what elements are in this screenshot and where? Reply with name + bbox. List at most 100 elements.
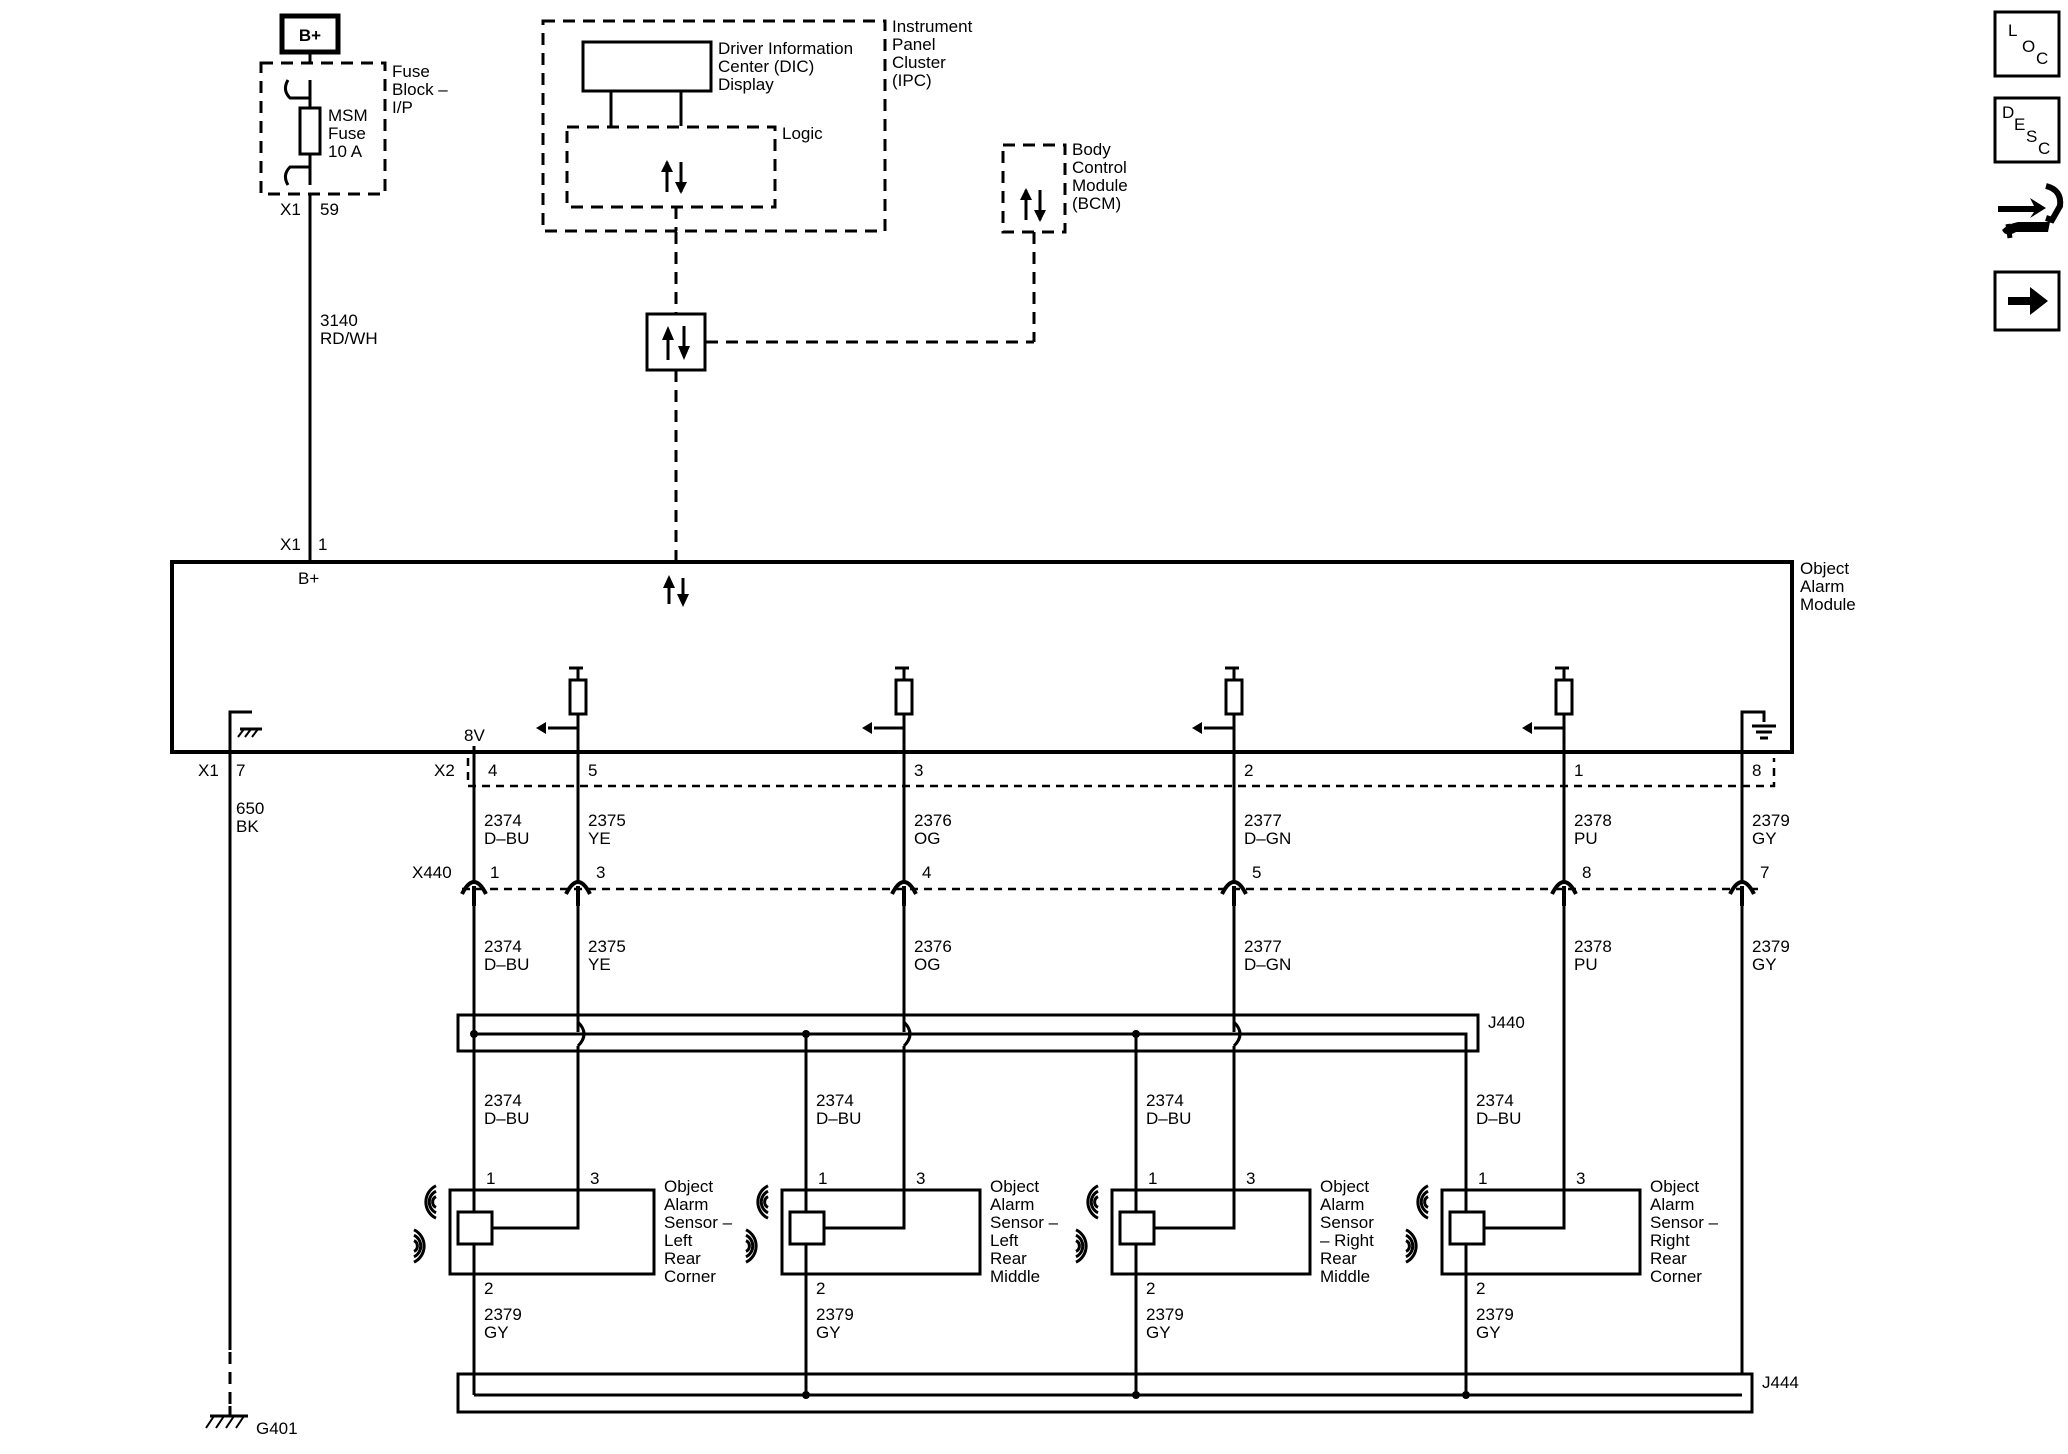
desc-letter-e: E (2014, 115, 2025, 134)
x440-connector: X440 1 3 4 5 8 7 (412, 863, 1769, 906)
sensor-wire-top-color: D–BU (1476, 1109, 1521, 1128)
desc-letter-d: D (2002, 103, 2014, 122)
logic-label: Logic (782, 124, 823, 143)
sensor-name-line-2: Alarm (990, 1195, 1034, 1214)
module-signal-ground-icon (1740, 710, 1776, 752)
harness-wires-upper: 2374 D–BU 2375 YE 2376 OG 2377 D–GN 2378… (472, 752, 1790, 882)
x2-pin-1: 1 (1574, 761, 1583, 780)
fuse-block: MSM Fuse 10 A Fuse Block – I/P X1 59 (259, 61, 448, 219)
sensor-name-line-1: Object (1320, 1177, 1369, 1196)
ground-wire-650: X1 7 650 BK G401 (198, 752, 298, 1438)
x440-conn-label: X440 (412, 863, 452, 882)
sensor-wire-top-color: D–BU (816, 1109, 861, 1128)
j440-label: J440 (1488, 1013, 1525, 1032)
bplus-label: B+ (299, 26, 321, 45)
module-label-1: Object (1800, 559, 1849, 578)
fuse-name-line2: Fuse (328, 124, 366, 143)
dic-label-3: Display (718, 75, 774, 94)
x440-pin-7: 7 (1760, 863, 1769, 882)
ground-wire-circuit: 650 (236, 799, 264, 818)
x2-conn-label: X2 (434, 761, 455, 780)
x2-pin-2: 2 (1244, 761, 1253, 780)
wire-2378-upper-circuit: 2378 (1574, 811, 1612, 830)
x2-connector: X2 4 5 3 2 1 8 (434, 758, 1776, 788)
ultrasonic-wave-icon (413, 1184, 437, 1264)
sensor-element-icon (1448, 1210, 1486, 1246)
fuse-pin-label: 59 (320, 200, 339, 219)
wire-2374-upper-color: D–BU (484, 829, 529, 848)
sensor-wire-top-circuit: 2374 (816, 1091, 854, 1110)
sensor-name-line-2: Alarm (1650, 1195, 1694, 1214)
sensor-name-line-3: Sensor – (990, 1213, 1059, 1232)
sensor-name-line-5: Rear (990, 1249, 1027, 1268)
sensor-name-line-4: – Right (1320, 1231, 1374, 1250)
wire-2377-upper-circuit: 2377 (1244, 811, 1282, 830)
ultrasonic-wave-icon (745, 1184, 769, 1264)
module-bplus-label: B+ (298, 569, 319, 588)
wire-2375-mid-color: YE (588, 955, 611, 974)
sensor-name-line-6: Middle (1320, 1267, 1370, 1286)
fuse-block-label-3: I/P (392, 98, 413, 117)
wire-2378-mid-circuit: 2378 (1574, 937, 1612, 956)
loc-letter-o: O (2022, 37, 2035, 56)
x440-pin-5: 5 (1252, 863, 1261, 882)
sensor-name-line-5: Rear (1320, 1249, 1357, 1268)
wire-2376-upper-circuit: 2376 (914, 811, 952, 830)
module-label-2: Alarm (1800, 577, 1844, 596)
ipc-logic-box (565, 125, 777, 209)
v8-label: 8V (464, 726, 485, 745)
sensor-wire-bottom-color: GY (1476, 1323, 1501, 1342)
wire-2377-mid-color: D–GN (1244, 955, 1291, 974)
sensor-pin-1-label: 1 (818, 1169, 827, 1188)
sensor-name-line-5: Rear (664, 1249, 701, 1268)
sensor-name-line-3: Sensor – (664, 1213, 733, 1232)
wire-2374-upper-circuit: 2374 (484, 811, 522, 830)
sensor-pin-2-label: 2 (1146, 1279, 1155, 1298)
fuse-conn-label: X1 (280, 200, 301, 219)
sensor-wire-bottom-color: GY (816, 1323, 841, 1342)
next-arrow-icon[interactable] (1993, 270, 2061, 332)
ultrasonic-wave-icon (1405, 1184, 1429, 1264)
wire-2379-upper-color: GY (1752, 829, 1777, 848)
fuse-name-line3: 10 A (328, 142, 363, 161)
sensor-wire-top-circuit: 2374 (1146, 1091, 1184, 1110)
bcm-label-4: (BCM) (1072, 194, 1121, 213)
battery-power-source: B+ (279, 13, 341, 55)
x2-pin-3: 3 (914, 761, 923, 780)
x2-pin-8: 8 (1752, 761, 1761, 780)
dic-label-2: Center (DIC) (718, 57, 814, 76)
instrument-panel-cluster: Driver Information Center (DIC) Display … (541, 17, 973, 233)
sensor-pin-3-label: 3 (1576, 1169, 1585, 1188)
description-button[interactable]: D E S C (1993, 96, 2061, 164)
input-resistor-icon-2 (862, 666, 914, 752)
sensor-pin-2-label: 2 (1476, 1279, 1485, 1298)
wire-2375-upper-circuit: 2375 (588, 811, 626, 830)
location-button[interactable]: L O C (1993, 10, 2061, 78)
dic-label-1: Driver Information (718, 39, 853, 58)
g401-ground-icon (205, 1406, 248, 1429)
fuse-name-line1: MSM (328, 106, 368, 125)
body-control-module: Body Control Module (BCM) (1001, 140, 1128, 234)
x2-pin-5: 5 (588, 761, 597, 780)
connector-repair-icon[interactable] (1998, 183, 2064, 239)
x1-ground-pin-label: 7 (236, 761, 245, 780)
sensor-name-line-3: Sensor – (1650, 1213, 1719, 1232)
x440-pin-4: 4 (922, 863, 931, 882)
g401-label: G401 (256, 1419, 298, 1438)
input-resistor-icon-4 (1522, 666, 1574, 752)
sensor-name-line-2: Alarm (1320, 1195, 1364, 1214)
wire-2377-upper-color: D–GN (1244, 829, 1291, 848)
sensor-name-line-4: Left (990, 1231, 1019, 1250)
feed-wire-color: RD/WH (320, 329, 378, 348)
bcm-label-1: Body (1072, 140, 1111, 159)
sensor-pin-1-label: 1 (1148, 1169, 1157, 1188)
wire-2376-mid-color: OG (914, 955, 940, 974)
sensor-wire-bottom-color: GY (1146, 1323, 1171, 1342)
ipc-label-1: Instrument (892, 17, 973, 36)
wire-2375-upper-color: YE (588, 829, 611, 848)
j444-label: J444 (1762, 1373, 1799, 1392)
j444-splice: J444 (456, 1372, 1799, 1414)
